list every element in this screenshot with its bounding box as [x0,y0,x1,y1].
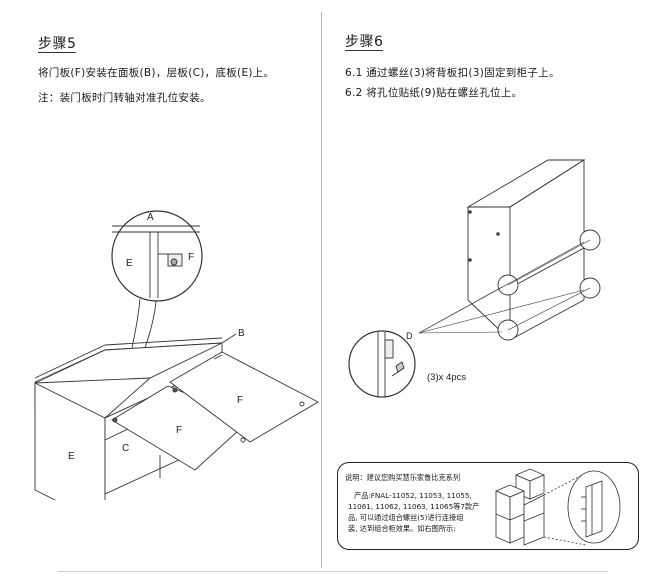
label-f-detail: F [188,252,194,263]
label-e-detail: E [126,258,133,269]
step5-assembly-diagram: A E F B F F C E [34,210,319,500]
step6-title: 步骤6 [345,34,384,50]
step5-title-underline [38,52,76,53]
label-f-left: F [176,425,182,436]
step6-title-underline [345,50,383,51]
label-c: C [122,443,129,454]
label-e: E [68,451,75,462]
page-divider [321,12,322,568]
step6-instruction-1: 6.1 通过螺丝(3)将背板扣(3)固定到柜子上。 [345,67,560,79]
step5-instruction: 将门板(F)安装在面板(B)，层板(C)，底板(E)上。 [38,67,275,79]
note-title: 说明：建议您购买慧乐家鲁比克系列 [345,473,461,482]
step5-title: 步骤5 [38,36,77,52]
label-a: A [147,212,154,223]
combination-note-box: 说明：建议您购买慧乐家鲁比克系列 产品:FNAL-11052, 11053, 1… [337,462,639,550]
combination-cabinet-illustration [494,468,621,546]
screw-quantity: (3)x 4pcs [427,372,466,383]
label-d: D [406,331,413,341]
note-line-3: 品, 可以通过组合螺丝(5)进行连接组 [348,513,464,522]
label-b: B [238,328,245,339]
note-line-4: 装, 达到组合柜效果。如右图所示: [348,524,456,533]
step6-instruction-2: 6.2 将孔位贴纸(9)贴在螺丝孔位上。 [345,87,523,99]
note-line-2: 11061, 11062, 11063, 11065等7款产 [348,502,480,511]
screw-detail-circle [348,330,416,398]
step5-note: 注：装门板时门转轴对准孔位安装。 [38,92,211,104]
label-f-right: F [237,395,243,406]
page-bottom-rule [58,571,608,572]
step6-assembly-diagram: D (3)x 4pcs [348,159,601,398]
note-line-1: 产品:FNAL-11052, 11053, 11055, [354,491,472,500]
hinge-detail-circle [111,210,203,302]
